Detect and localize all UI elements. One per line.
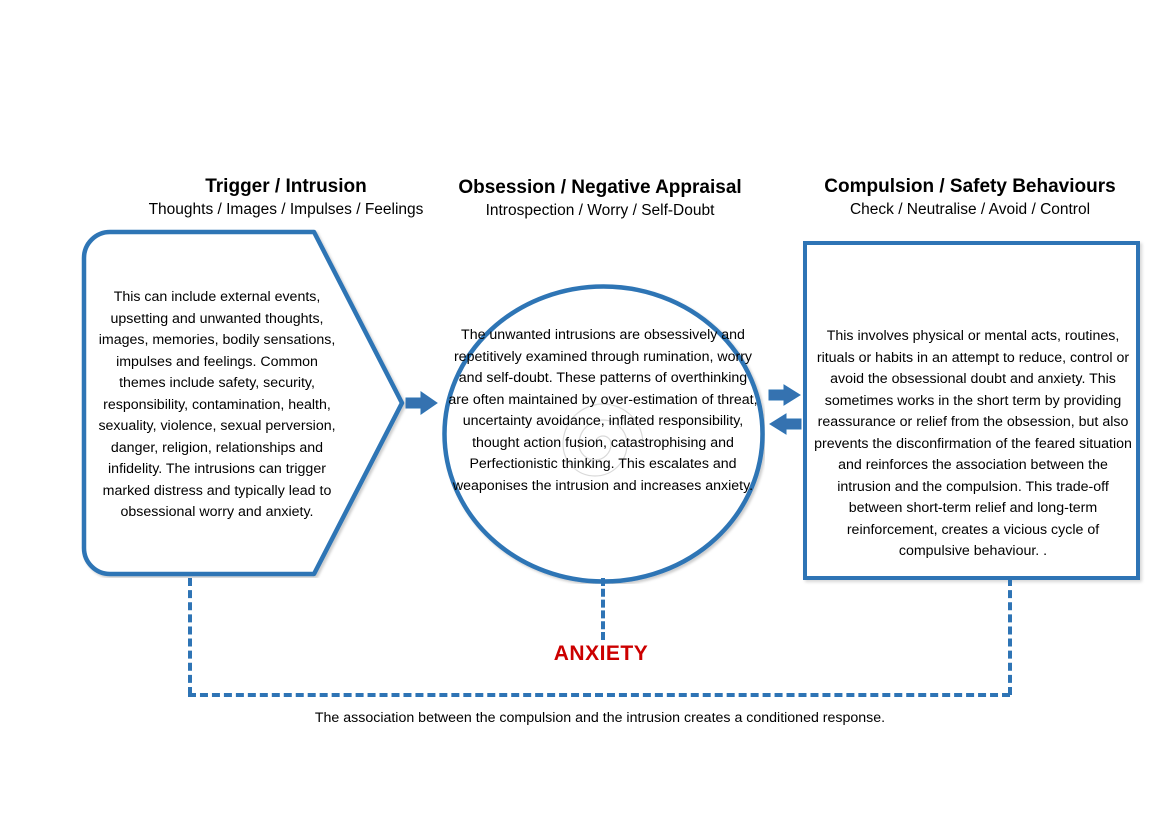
column-title-compulsion: Compulsion / Safety Behaviours [824,176,1116,197]
dashed-connector-left-vertical [188,578,192,695]
column-heading-compulsion: Compulsion / Safety Behaviours Check / N… [795,176,1145,220]
arrow-right-icon-trigger-to-obsession [405,391,438,415]
pentagon-outline [81,229,405,577]
arrow-left-icon-compulsion-to-obsession [769,413,802,435]
dashed-connector-bottom-horizontal [188,693,1010,697]
column-heading-obsession: Obsession / Negative Appraisal Introspec… [450,177,750,221]
anxiety-label: ANXIETY [553,642,649,665]
bottom-caption: The association between the compulsion a… [314,710,886,726]
column-subtitle-trigger: Thoughts / Images / Impulses / Feelings [148,201,424,219]
shape-rectangle-compulsion [803,241,1140,580]
column-title-obsession: Obsession / Negative Appraisal [458,177,742,198]
dashed-connector-middle-vertical [601,578,605,640]
spiral-decoration-icon [562,403,644,477]
body-text-trigger: This can include external events, upsett… [98,289,336,521]
column-subtitle-compulsion: Check / Neutralise / Avoid / Control [849,201,1091,219]
arrow-right-icon-obsession-to-compulsion [768,384,801,406]
column-heading-trigger: Trigger / Intrusion Thoughts / Images / … [36,176,536,220]
body-text-obsession: The unwanted intrusions are obsessively … [448,327,758,494]
column-title-trigger: Trigger / Intrusion [205,176,367,197]
dashed-connector-right-vertical [1008,578,1012,695]
shape-pentagon-trigger [81,229,405,577]
body-text-compulsion: This involves physical or mental acts, r… [814,328,1132,560]
column-subtitle-obsession: Introspection / Worry / Self-Doubt [485,202,715,220]
